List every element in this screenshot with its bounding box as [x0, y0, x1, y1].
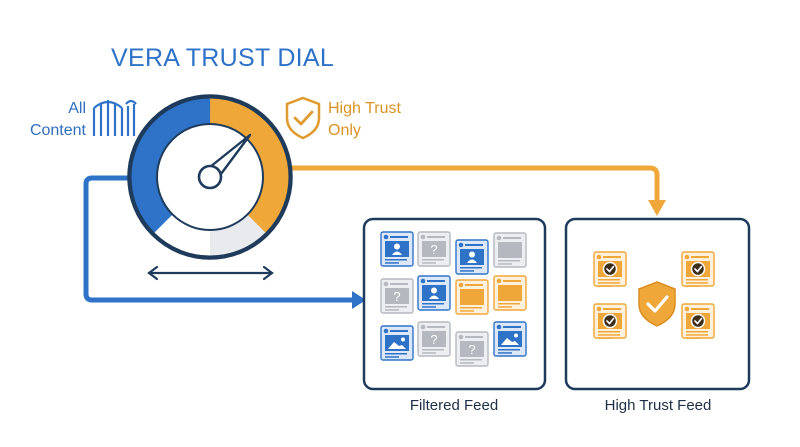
- shield-check-icon: [638, 281, 676, 327]
- feed-card: ?: [417, 231, 451, 267]
- image-icon: [501, 333, 519, 345]
- person-icon: [467, 251, 477, 263]
- feed-card: [681, 303, 715, 339]
- feed-card: [493, 321, 527, 357]
- diagram-title: VERA TRUST DIAL: [111, 44, 335, 72]
- high-trust-only-label: High Trust Only: [328, 100, 401, 139]
- feed-card: ?: [380, 278, 414, 314]
- question-icon: ?: [468, 342, 475, 357]
- feed-card: [380, 231, 414, 267]
- high-trust-feed-caption: High Trust Feed: [604, 397, 712, 414]
- feed-card: ?: [455, 331, 489, 367]
- image-icon: [388, 337, 406, 349]
- person-icon: [392, 243, 402, 255]
- all-content-path: [83, 175, 352, 303]
- feed-card: [681, 251, 715, 287]
- badge-check-icon: [602, 261, 618, 277]
- feed-card: [455, 279, 489, 315]
- feed-card: [455, 239, 489, 275]
- person-icon: [429, 287, 439, 299]
- feed-card: [493, 232, 527, 268]
- shield-check-icon: [285, 96, 321, 140]
- feed-card: [380, 325, 414, 361]
- gate-icon: [92, 99, 137, 136]
- double-arrow-icon: [147, 265, 274, 281]
- gauge-icon: [127, 94, 293, 260]
- filtered-feed-caption: Filtered Feed: [409, 397, 499, 414]
- badge-check-icon: [690, 261, 706, 277]
- feed-card: [417, 275, 451, 311]
- feed-card: [593, 303, 627, 339]
- feed-card: [593, 251, 627, 287]
- high-trust-path: [285, 165, 660, 204]
- all-content-label: All Content: [29, 100, 86, 139]
- question-icon: ?: [393, 289, 400, 304]
- badge-check-icon: [690, 313, 706, 329]
- question-icon: ?: [430, 242, 437, 257]
- badge-check-icon: [602, 313, 618, 329]
- question-icon: ?: [430, 332, 437, 347]
- feed-card: [493, 275, 527, 311]
- feed-card: ?: [417, 321, 451, 357]
